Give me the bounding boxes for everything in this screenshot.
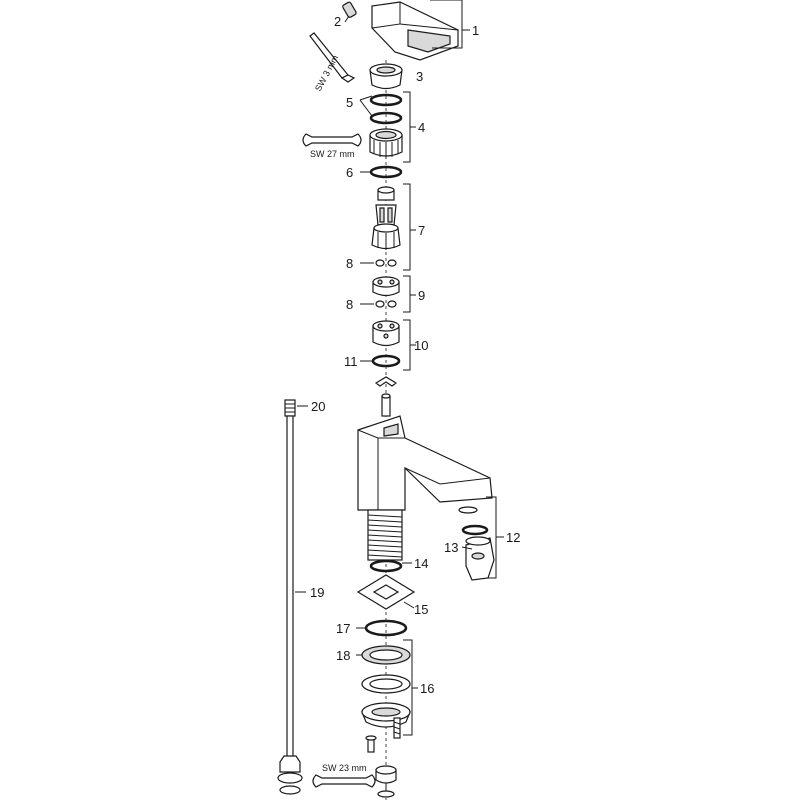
- lever-handle: [371, 1, 459, 61]
- fixing-washer: [361, 674, 411, 694]
- seal-8a-right: [387, 259, 397, 267]
- wrench-23: [312, 774, 376, 788]
- square-gasket: [356, 574, 416, 610]
- callout-8: 8: [346, 256, 353, 271]
- callout-13: 13: [444, 540, 458, 555]
- cover-sleeve: [369, 63, 403, 90]
- callout-3: 3: [416, 69, 423, 84]
- callout-15: 15: [414, 602, 428, 617]
- callout-19: 19: [310, 585, 324, 600]
- o-ring-14: [369, 559, 403, 573]
- callout-2: 2: [334, 14, 341, 29]
- wrench-27: [302, 133, 362, 147]
- seal-8b-left: [375, 300, 385, 308]
- callout-10: 10: [414, 338, 428, 353]
- aerator-insert: [458, 506, 478, 514]
- cartridge: [371, 186, 401, 250]
- callout-4: 4: [418, 120, 425, 135]
- callout-20: 20: [311, 399, 325, 414]
- bracket-1: [430, 0, 463, 49]
- flow-module: [372, 320, 400, 347]
- aerator-ring: [461, 524, 489, 536]
- callout-9: 9: [418, 288, 425, 303]
- o-ring-11: [371, 354, 401, 368]
- fixing-screw-right: [393, 717, 401, 739]
- fixing-nut: [375, 765, 397, 798]
- callout-18: 18: [336, 648, 350, 663]
- seal-8b-right: [387, 300, 397, 308]
- fixing-screw-left: [365, 735, 377, 753]
- callout-5: 5: [346, 95, 353, 110]
- o-ring-lower: [369, 111, 403, 125]
- fixing-bracket: [361, 702, 411, 728]
- wrench-23-label: SW 23 mm: [322, 763, 367, 773]
- callout-6: 6: [346, 165, 353, 180]
- threaded-shank: [367, 509, 403, 561]
- grub-screw: [342, 1, 357, 18]
- o-ring-upper: [369, 93, 403, 107]
- bracket-9: [403, 275, 411, 313]
- tap-body: [357, 393, 493, 511]
- connection-hose: [277, 399, 303, 795]
- wrench-27-label: SW 27 mm: [310, 149, 355, 159]
- aerator-housing: [465, 536, 495, 581]
- o-ring-6: [369, 165, 403, 179]
- bracket-7: [403, 183, 411, 271]
- bracket-4: [403, 91, 411, 163]
- callout-7: 7: [418, 223, 425, 238]
- hex-key-label: SW 3 mm: [313, 53, 340, 93]
- callout-16: 16: [420, 681, 434, 696]
- hex-key: [309, 32, 356, 83]
- callout-14: 14: [414, 556, 428, 571]
- callout-17: 17: [336, 621, 350, 636]
- callout-8-repeat: 8: [346, 297, 353, 312]
- callout-1: 1: [472, 23, 479, 38]
- callout-12: 12: [506, 530, 520, 545]
- callout-11: 11: [344, 354, 358, 369]
- seal-8a-left: [375, 259, 385, 267]
- check-valve: [372, 276, 400, 297]
- fixing-washer-18: [361, 645, 411, 665]
- tri-clip: [374, 376, 398, 387]
- bracket-10: [403, 319, 411, 371]
- cartridge-nut: [369, 128, 403, 158]
